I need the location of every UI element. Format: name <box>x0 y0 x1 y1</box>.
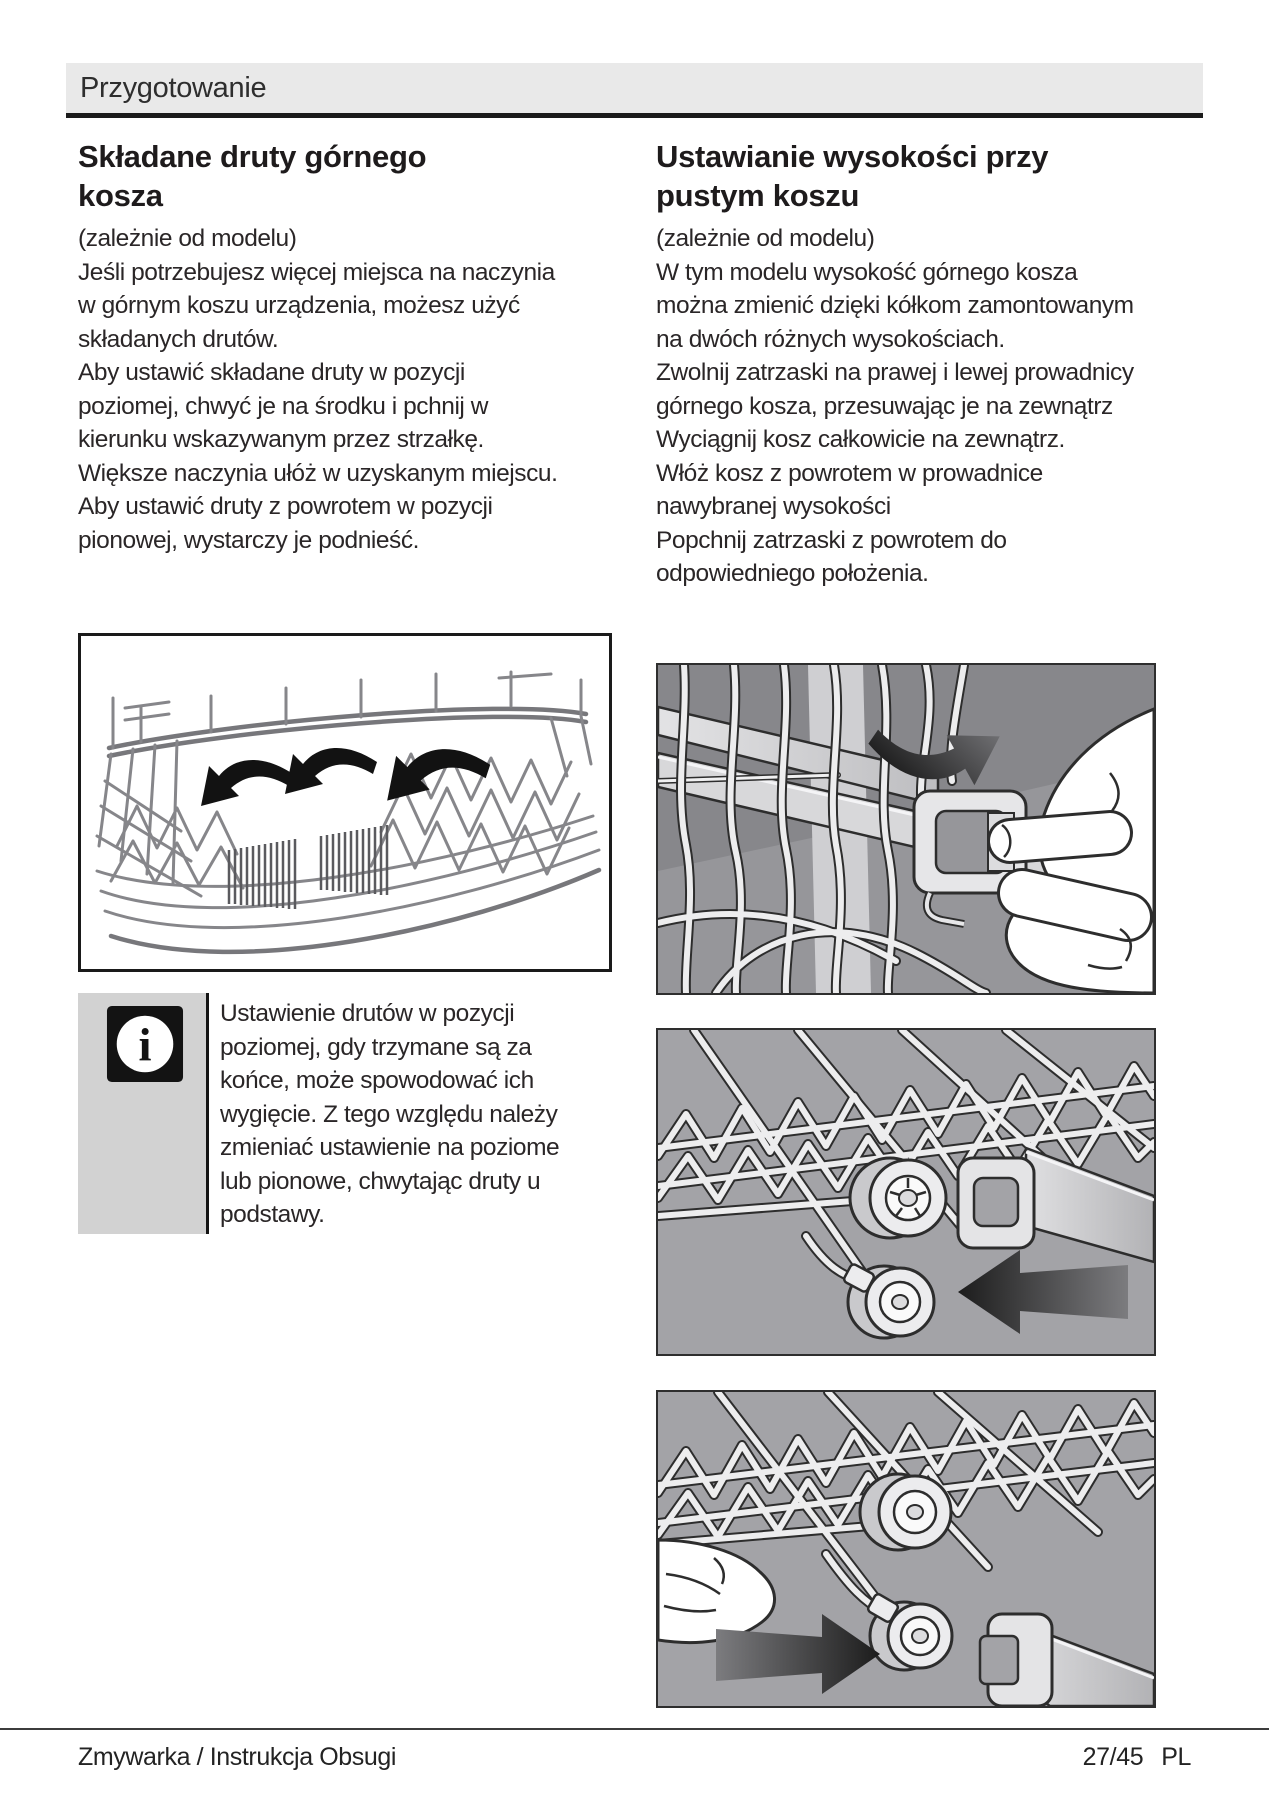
language-code: PL <box>1161 1743 1191 1771</box>
lower-wheel-graphic <box>866 1593 954 1672</box>
section-title: Przygotowanie <box>80 71 267 104</box>
section-header: Przygotowanie <box>66 63 1203 118</box>
basket-wires <box>95 670 601 930</box>
footer-doc-title: Zmywarka / Instrukcja Obsugi <box>78 1743 397 1771</box>
wheel-graphic <box>858 1472 953 1552</box>
lower-wheel-graphic <box>842 1263 936 1340</box>
footer-page-info: 27/45 PL <box>1065 1743 1192 1772</box>
footer-rule <box>0 1728 1269 1730</box>
right-heading: Ustawianie wysokości przy pustym koszu <box>656 139 1049 213</box>
rail-clip-graphic <box>956 1156 1036 1250</box>
hand-graphic <box>658 1538 776 1645</box>
folded-wire-combs <box>227 825 389 909</box>
pull-out-illustration <box>658 1030 1154 1354</box>
hand-graphic <box>987 707 1154 993</box>
info-icon: i <box>106 1005 184 1083</box>
reinsert-illustration <box>658 1392 1154 1706</box>
info-note-icon-cell: i <box>78 993 206 1234</box>
page-number: 27/45 <box>1082 1743 1144 1771</box>
left-body: (zależnie od modelu) Jeśli potrzebujesz … <box>78 225 558 554</box>
figure-pull-out <box>656 1028 1156 1356</box>
info-note: i Ustawienie drutów w pozycji poziomej, … <box>78 993 612 1234</box>
rail-clip-graphic <box>978 1612 1154 1706</box>
info-note-divider <box>206 993 209 1234</box>
figure-reinsert <box>656 1390 1156 1708</box>
slide-left-arrow-icon <box>958 1250 1128 1334</box>
folding-wires-illustration <box>95 670 602 955</box>
fold-arrow-icon <box>201 747 491 806</box>
info-icon-glyph: i <box>138 1020 151 1072</box>
slide-right-arrow-icon <box>716 1614 880 1694</box>
left-heading: Składane druty górnego kosza <box>78 139 427 213</box>
info-note-text: Ustawienie drutów w pozycji poziomej, gd… <box>220 1000 560 1228</box>
rotate-arrow-icon <box>868 729 1000 786</box>
page-footer: Zmywarka / Instrukcja Obsugi 27/45 PL <box>78 1743 1191 1772</box>
figure-release-latch <box>656 663 1156 995</box>
right-body: (zależnie od modelu) W tym modelu wysoko… <box>656 225 1134 587</box>
release-latch-illustration <box>658 665 1154 993</box>
wheel-graphic <box>848 1156 948 1240</box>
figure-folding-wires <box>78 633 612 972</box>
